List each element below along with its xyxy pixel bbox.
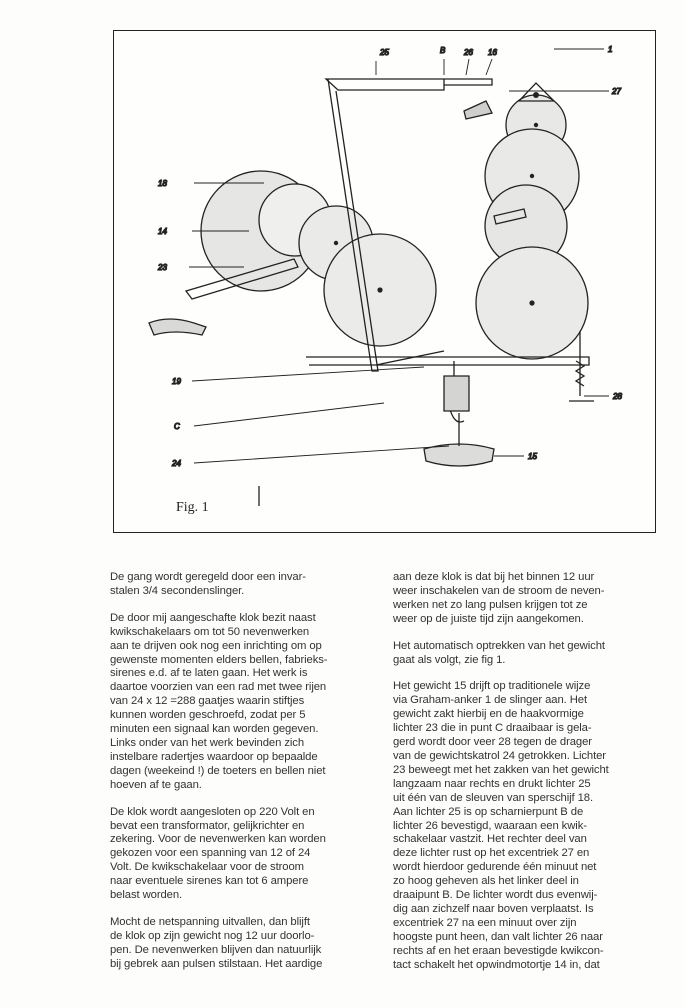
- label-1: 1: [608, 45, 612, 54]
- mechanism-drawing: 25 B 26 16 1 27 18 14 23 19 C 24 15 28: [148, 44, 623, 506]
- leader-lines: [189, 48, 609, 464]
- label-24: 24: [171, 459, 181, 468]
- label-25: 25: [379, 48, 389, 57]
- label-15: 15: [528, 452, 537, 461]
- paragraph: Mocht de netspanning uitvallen, dan blij…: [110, 915, 323, 970]
- label-18: 18: [158, 179, 167, 188]
- figure-caption: Fig. 1: [176, 500, 209, 515]
- text-column-right: aan deze klok is dat bij het binnen 12 u…: [393, 571, 671, 985]
- paragraph: De klok wordt aangesloten op 220 Volt en…: [110, 805, 326, 902]
- label-14: 14: [158, 227, 167, 236]
- label-27: 27: [611, 87, 621, 96]
- paragraph: De gang wordt geregeld door een invar- s…: [110, 571, 306, 597]
- paragraph: Het automatisch optrekken van het gewich…: [393, 639, 605, 666]
- paragraph: De door mij aangeschafte klok bezit naas…: [110, 611, 328, 791]
- label-C: C: [174, 422, 180, 431]
- paragraph: Het gewicht 15 drijft op traditionele wi…: [393, 680, 609, 971]
- paragraph: aan deze klok is dat bij het binnen 12 u…: [393, 571, 605, 625]
- figure-frame: 25 B 26 16 1 27 18 14 23 19 C 24 15 28 F…: [113, 30, 656, 533]
- label-19: 19: [172, 377, 181, 386]
- label-16: 16: [488, 48, 497, 57]
- levers-and-frame: [148, 78, 594, 506]
- label-26: 26: [463, 48, 473, 57]
- gear-wheels: [200, 94, 589, 360]
- part-labels: 25 B 26 16 1 27 18 14 23 19 C 24 15 28: [156, 44, 623, 468]
- text-column-left: De gang wordt geregeld door een invar- s…: [110, 571, 378, 985]
- label-B: B: [440, 46, 446, 55]
- label-28: 28: [612, 392, 622, 401]
- label-23: 23: [157, 263, 167, 272]
